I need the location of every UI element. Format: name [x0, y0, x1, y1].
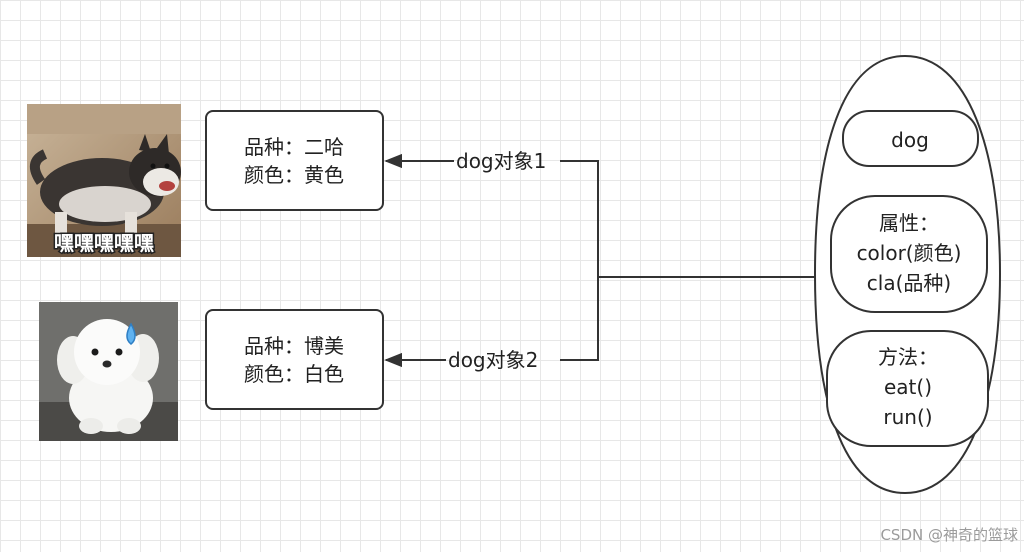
- object-1-color: 颜色：黄色: [244, 163, 344, 187]
- object-1-breed: 品种：二哈: [244, 135, 344, 159]
- branch-line-object-1: [560, 160, 599, 277]
- class-name: dog: [891, 128, 929, 152]
- branch-line-object-2: [560, 277, 599, 361]
- object-node-1: 品种：二哈 颜色：黄色: [205, 110, 384, 211]
- husky-caption: 嘿嘿嘿嘿嘿: [54, 231, 154, 255]
- class-attributes-box: [830, 195, 988, 313]
- connectors: [384, 153, 817, 368]
- object-2-color: 颜色：白色: [244, 362, 344, 386]
- object-node-2: 品种：博美 颜色：白色: [205, 309, 384, 410]
- attribute-cla: cla(品种): [867, 271, 951, 295]
- methods-title: 方法：: [878, 345, 938, 369]
- class-node: dog 属性： color(颜色) cla(品种) 方法： eat() run(…: [813, 54, 1002, 495]
- method-eat: eat(): [884, 375, 932, 399]
- method-run: run(): [883, 405, 932, 429]
- attribute-color: color(颜色): [857, 241, 962, 265]
- object-2-breed: 品种：博美: [244, 334, 344, 358]
- class-methods-box: [826, 330, 989, 447]
- edge-label-object-2: dog对象2: [448, 348, 538, 372]
- poodle-image: [39, 302, 178, 441]
- husky-image: 嘿嘿嘿嘿嘿: [27, 104, 181, 257]
- class-name-box: [842, 110, 979, 167]
- attributes-title: 属性：: [879, 211, 939, 235]
- watermark: CSDN @神奇的篮球: [880, 526, 1018, 544]
- edge-label-object-1: dog对象1: [456, 149, 546, 173]
